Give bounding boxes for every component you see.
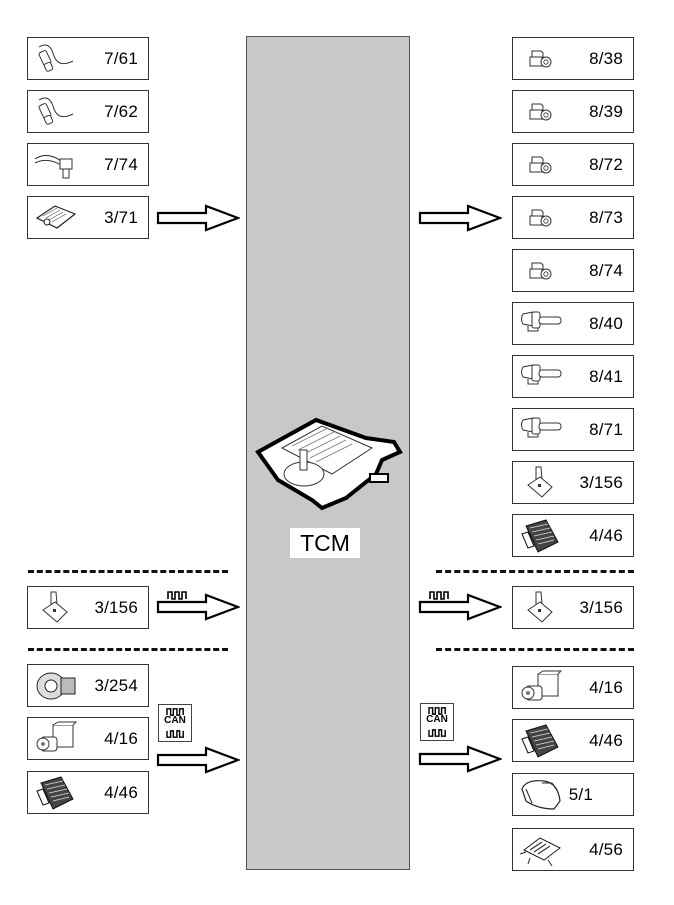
component-8-71[interactable]: 8/71 (512, 408, 634, 451)
can-bus-badge: CAN (158, 704, 192, 742)
component-code: 8/73 (589, 207, 623, 227)
tcm-label: TCM (290, 528, 360, 558)
component-code: 7/62 (104, 101, 138, 121)
component-7-62[interactable]: 7/62 (27, 90, 149, 133)
component-4-16[interactable]: 4/16 (512, 666, 634, 709)
component-4-46[interactable]: 4/46 (27, 771, 149, 814)
ecm-icon (33, 775, 79, 811)
can-input-arrow (156, 746, 240, 774)
solenoid-icon (527, 47, 555, 71)
can-bus-badge: CAN (420, 703, 454, 741)
abs-module-icon (33, 721, 79, 757)
component-code: 8/41 (589, 366, 623, 386)
section-divider (436, 570, 634, 573)
can-output-arrow (418, 745, 502, 773)
component-code: 3/156 (579, 472, 623, 492)
gear-selector-icon (518, 590, 564, 626)
component-code: 8/74 (589, 260, 623, 280)
pressure-solenoid-icon (518, 306, 564, 342)
speed-sensor-icon (33, 41, 79, 77)
component-code: 3/156 (579, 597, 623, 617)
input-arrow (156, 593, 240, 621)
solenoid-icon (527, 206, 555, 230)
component-3-71[interactable]: 3/71 (27, 196, 149, 239)
component-code: 4/56 (589, 839, 623, 859)
component-4-46[interactable]: 4/46 (512, 514, 634, 557)
component-code: 3/254 (94, 675, 138, 695)
section-divider (28, 570, 228, 573)
section-divider (28, 648, 228, 651)
abs-module-icon (518, 670, 564, 706)
component-code: 8/40 (589, 313, 623, 333)
can-low-signal-icon (164, 730, 188, 739)
solenoid-icon (527, 259, 555, 283)
steering-module-icon (33, 668, 79, 704)
component-code: 8/39 (589, 101, 623, 121)
component-code: 8/72 (589, 154, 623, 174)
can-low-signal-icon (426, 729, 450, 738)
gear-selector-icon (518, 465, 564, 501)
ecm-icon (518, 518, 564, 554)
component-code: 8/38 (589, 48, 623, 68)
component-8-38[interactable]: 8/38 (512, 37, 634, 80)
section-divider (436, 648, 634, 651)
output-arrow (418, 593, 502, 621)
component-code: 3/156 (94, 597, 138, 617)
component-code: 4/46 (589, 730, 623, 750)
component-code: 4/16 (104, 728, 138, 748)
component-8-73[interactable]: 8/73 (512, 196, 634, 239)
component-7-61[interactable]: 7/61 (27, 37, 149, 80)
component-3-156[interactable]: 3/156 (512, 461, 634, 504)
component-code: 5/1 (568, 784, 593, 804)
pressure-solenoid-icon (518, 412, 564, 448)
component-4-56[interactable]: 4/56 (512, 828, 634, 871)
ecm-icon (518, 723, 564, 759)
component-3-156[interactable]: 3/156 (512, 586, 634, 629)
component-5-1[interactable]: 5/1 (512, 773, 634, 816)
pressure-solenoid-icon (518, 359, 564, 395)
output-arrow (418, 204, 502, 232)
component-8-41[interactable]: 8/41 (512, 355, 634, 398)
input-arrow (156, 204, 240, 232)
can-label: CAN (164, 715, 186, 726)
component-4-16[interactable]: 4/16 (27, 717, 149, 760)
sensor-connector-icon (33, 147, 79, 183)
component-code: 7/74 (104, 154, 138, 174)
component-code: 4/46 (104, 782, 138, 802)
solenoid-icon (527, 100, 555, 124)
component-code: 4/46 (589, 525, 623, 545)
component-code: 3/71 (104, 207, 138, 227)
solenoid-icon (527, 153, 555, 177)
component-code: 8/71 (589, 419, 623, 439)
component-code: 4/16 (589, 677, 623, 697)
component-4-46[interactable]: 4/46 (512, 719, 634, 762)
component-8-39[interactable]: 8/39 (512, 90, 634, 133)
control-module-icon (33, 200, 79, 236)
tcm-module-icon (255, 417, 403, 511)
gear-selector-icon (33, 590, 79, 626)
component-8-74[interactable]: 8/74 (512, 249, 634, 292)
component-7-74[interactable]: 7/74 (27, 143, 149, 186)
central-module-icon (518, 832, 564, 868)
instrument-cluster-icon (518, 777, 564, 813)
component-3-254[interactable]: 3/254 (27, 664, 149, 707)
component-3-156[interactable]: 3/156 (27, 586, 149, 629)
speed-sensor-icon (33, 94, 79, 130)
component-code: 7/61 (104, 48, 138, 68)
component-8-40[interactable]: 8/40 (512, 302, 634, 345)
component-8-72[interactable]: 8/72 (512, 143, 634, 186)
can-label: CAN (426, 714, 448, 725)
